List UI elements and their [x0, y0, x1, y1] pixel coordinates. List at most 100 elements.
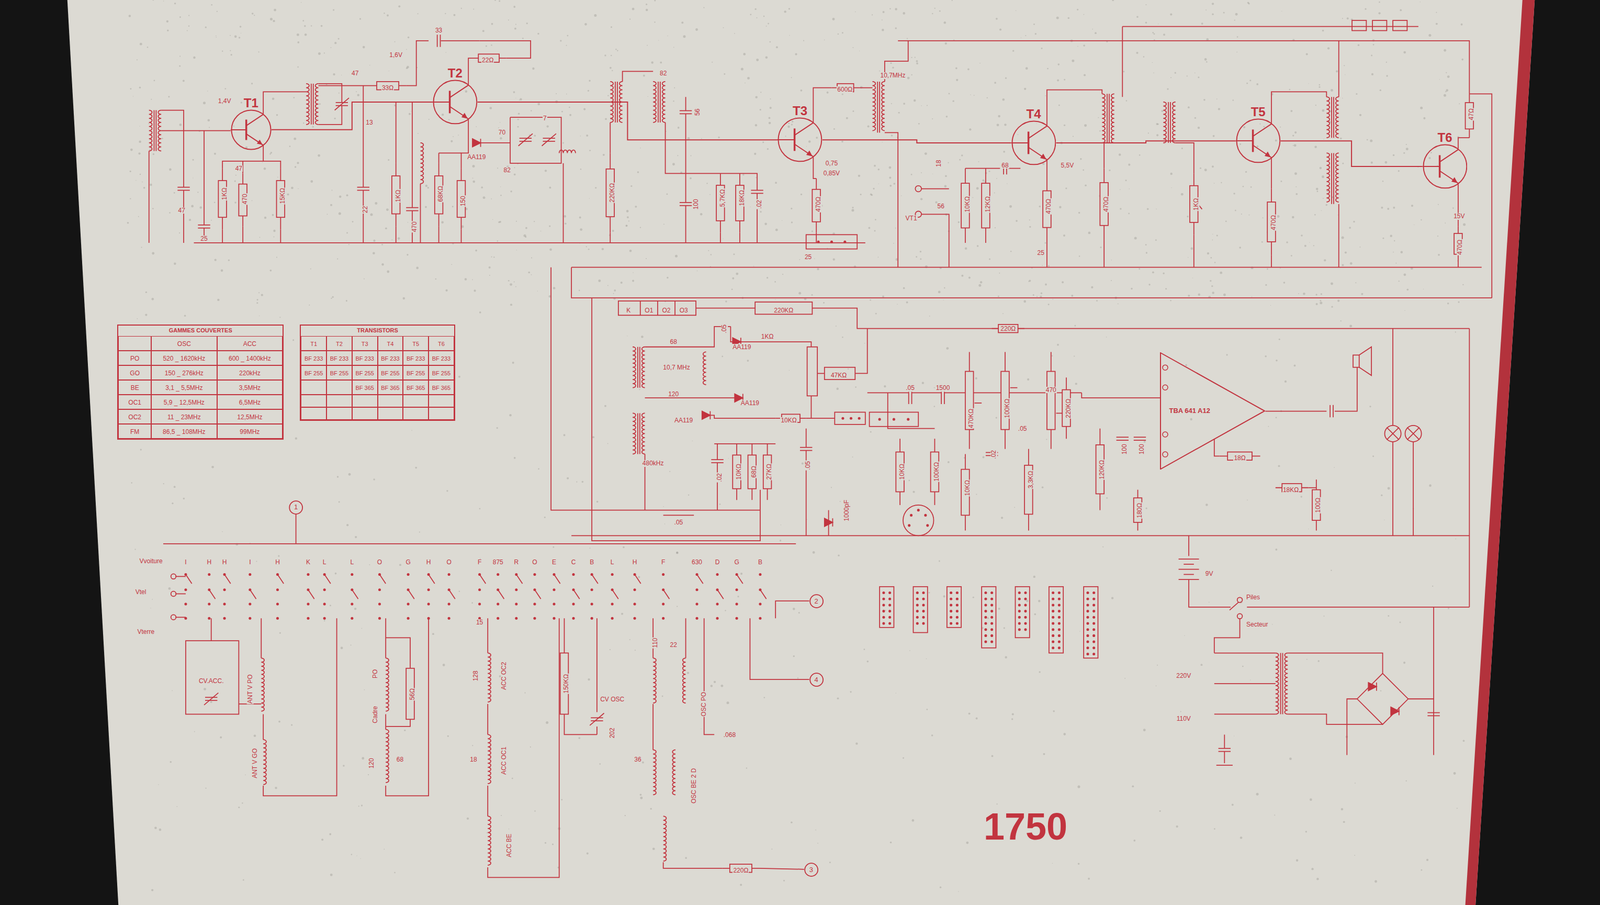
speck — [358, 805, 360, 807]
speck — [994, 192, 996, 194]
speck — [951, 0, 953, 2]
speck — [544, 169, 547, 172]
speck — [411, 430, 412, 431]
speck — [629, 18, 631, 20]
speck — [479, 311, 482, 314]
speck — [274, 786, 277, 789]
speck — [1232, 99, 1234, 101]
speck — [672, 162, 675, 166]
speck — [1382, 180, 1384, 182]
speck — [1146, 208, 1149, 211]
speck — [779, 539, 782, 542]
junction-dot — [533, 572, 536, 576]
speck — [891, 103, 893, 105]
speck — [515, 220, 517, 222]
wire — [148, 150, 150, 243]
wire — [385, 718, 411, 727]
speck — [882, 295, 885, 298]
speck — [659, 61, 662, 64]
speck — [999, 28, 1002, 31]
speck — [859, 50, 860, 52]
speck — [1184, 635, 1185, 636]
junction-dot — [921, 621, 925, 625]
speck — [798, 291, 802, 295]
speck — [596, 500, 599, 503]
speck — [1162, 272, 1165, 275]
speck — [696, 270, 698, 272]
speck — [238, 806, 240, 808]
speck — [1383, 519, 1385, 521]
junction-dot — [921, 615, 925, 619]
wire — [711, 462, 724, 464]
component-box — [824, 367, 856, 380]
junction-dot — [916, 609, 919, 613]
wire — [362, 85, 364, 243]
wire — [194, 242, 866, 244]
speck — [1354, 854, 1356, 856]
speck — [1005, 77, 1007, 80]
speck — [319, 103, 321, 105]
component-box — [1351, 20, 1367, 31]
speck — [1439, 79, 1440, 80]
speck — [889, 184, 892, 187]
speck — [841, 140, 844, 143]
speck — [602, 153, 605, 156]
speck — [1134, 236, 1137, 240]
junction-dot — [916, 591, 919, 594]
speck — [622, 546, 625, 549]
speck — [788, 7, 791, 10]
speck — [341, 74, 342, 76]
wire — [487, 703, 489, 735]
speck — [852, 456, 854, 458]
speck — [312, 126, 314, 128]
speck — [976, 186, 979, 190]
speck — [367, 773, 369, 775]
speck — [1390, 234, 1393, 238]
speck — [1038, 670, 1041, 673]
speck — [1187, 294, 1190, 297]
wire — [760, 589, 767, 600]
speck — [629, 638, 631, 640]
junction-dot — [917, 508, 920, 512]
speck — [1028, 279, 1031, 283]
speck — [1223, 12, 1225, 14]
wire — [564, 713, 597, 735]
speck — [173, 485, 176, 488]
speck — [654, 0, 656, 2]
speck — [774, 181, 777, 184]
speck — [1322, 29, 1325, 32]
speck — [830, 486, 832, 488]
speck — [1248, 214, 1250, 216]
wire — [657, 300, 659, 315]
speck — [1058, 205, 1062, 208]
wire — [622, 71, 654, 82]
speck — [1371, 73, 1374, 76]
wire — [759, 868, 805, 870]
speck — [1462, 222, 1466, 226]
speck — [1421, 869, 1423, 871]
wire — [832, 517, 834, 527]
speck — [1428, 483, 1432, 487]
speck — [127, 221, 130, 224]
speck — [740, 572, 743, 575]
junction-dot — [633, 602, 637, 605]
speck — [789, 369, 790, 371]
speck — [1131, 784, 1134, 787]
speck — [754, 8, 757, 10]
wire — [1116, 439, 1129, 441]
wire — [859, 87, 873, 89]
speck — [293, 96, 295, 99]
speck — [490, 198, 492, 200]
speck — [1360, 293, 1363, 296]
speck — [978, 161, 980, 163]
speck — [1405, 147, 1409, 151]
speck — [690, 155, 692, 157]
speck — [424, 206, 427, 209]
junction-dot — [611, 602, 614, 605]
speck — [1211, 2, 1214, 5]
speck — [721, 355, 724, 358]
wire — [806, 417, 836, 419]
speck — [135, 179, 137, 181]
speck — [1256, 792, 1259, 796]
capacitor-gap — [941, 391, 945, 404]
